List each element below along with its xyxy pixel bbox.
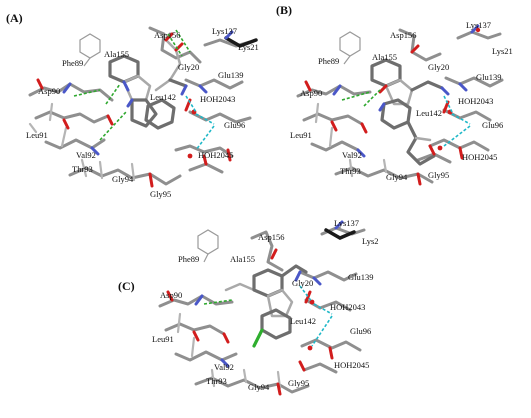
label-a-hoh2045: HOH2045 [198, 150, 233, 160]
label-c-lys137: Lys137 [334, 218, 359, 228]
label-a-gly95: Gly95 [150, 189, 171, 199]
hbonds-b [341, 89, 471, 147]
label-c-glu139: Glu139 [348, 272, 374, 282]
label-a-gly94: Gly94 [112, 174, 134, 184]
atoms-a [36, 30, 234, 188]
atoms-c [166, 220, 344, 396]
label-c-hoh2045: HOH2045 [334, 360, 369, 370]
label-b-hoh2045: HOH2045 [462, 152, 497, 162]
label-c-glu96: Glu96 [350, 326, 371, 336]
phe89-ring-b [339, 31, 361, 65]
label-b-phe89: Phe89 [318, 56, 339, 66]
label-b-lys137: Lys137 [466, 20, 491, 30]
label-c-asp90: Asp90 [160, 290, 182, 300]
panel-a: (A) [6, 11, 259, 199]
hbonds-c [203, 285, 333, 347]
label-a-glu96: Glu96 [224, 120, 245, 130]
phe89-ring-c [197, 229, 219, 263]
label-c-lys2: Lys2 [362, 236, 379, 246]
label-c-gly95: Gly95 [288, 378, 309, 388]
label-a-leu142: Leu142 [150, 92, 176, 102]
panel-label-b: (B) [276, 3, 292, 17]
label-a-ala155: Ala155 [104, 49, 129, 59]
label-a-asp90: Asp90 [38, 86, 60, 96]
label-b-gly94: Gly94 [386, 172, 408, 182]
label-c-gly94: Gly94 [248, 382, 270, 392]
label-c-asp156: Asp156 [258, 232, 284, 242]
protein-sticks-a [28, 26, 258, 186]
phe89-ring-a [79, 33, 101, 67]
label-b-hoh2043: HOH2043 [458, 96, 493, 106]
label-c-ala155: Ala155 [230, 254, 255, 264]
ligand-a [108, 38, 188, 130]
label-b-glu139: Glu139 [476, 72, 502, 82]
label-b-ala155: Ala155 [372, 52, 397, 62]
label-b-val92: Val92 [342, 150, 362, 160]
label-a-gly20: Gly20 [178, 62, 199, 72]
label-a-val92: Val92 [76, 150, 96, 160]
label-c-val92: Val92 [214, 362, 234, 372]
hbonds-a [73, 29, 215, 151]
label-a-leu91: Leu91 [26, 130, 48, 140]
atoms-b [304, 24, 481, 186]
label-a-lys21: Lys21 [238, 42, 259, 52]
label-c-leu91: Leu91 [152, 334, 174, 344]
label-a-lys137: Lys137 [212, 26, 237, 36]
label-b-leu142: Leu142 [416, 108, 442, 118]
label-c-leu142: Leu142 [290, 316, 316, 326]
ligand-c [224, 248, 308, 348]
panel-label-c: (C) [118, 279, 135, 293]
label-a-thr93: Thr93 [72, 164, 93, 174]
residue-labels-b: Lys137 Phe89 Asp156 Lys21 Ala155 Gly20 G… [290, 20, 513, 182]
label-a-asp156: Asp156 [154, 30, 180, 40]
label-b-asp90: Asp90 [300, 88, 322, 98]
label-c-gly20: Gly20 [292, 278, 313, 288]
label-b-lys21: Lys21 [492, 46, 513, 56]
label-b-gly95: Gly95 [428, 170, 449, 180]
ligand-b [370, 58, 444, 166]
label-b-leu91: Leu91 [290, 130, 312, 140]
panel-b: (B) [276, 3, 513, 186]
panel-label-a: (A) [6, 11, 23, 25]
residue-labels-a: Phe89 Asp156 Lys137 Lys21 Ala155 Gly20 G… [26, 26, 259, 199]
label-a-phe89: Phe89 [62, 58, 83, 68]
residue-labels-c: Lys137 Asp156 Lys2 Phe89 Ala155 Glu139 G… [152, 218, 379, 392]
label-b-asp156: Asp156 [390, 30, 416, 40]
label-c-thr93: Thr93 [206, 376, 227, 386]
panel-c: (C) [118, 218, 379, 396]
label-b-glu96: Glu96 [482, 120, 503, 130]
label-a-hoh2043: HOH2043 [200, 94, 235, 104]
label-b-thr93: Thr93 [340, 166, 361, 176]
label-c-phe89: Phe89 [178, 254, 199, 264]
label-b-gly20: Gly20 [428, 62, 449, 72]
label-c-hoh2043: HOH2043 [330, 302, 365, 312]
label-a-glu139: Glu139 [218, 70, 244, 80]
